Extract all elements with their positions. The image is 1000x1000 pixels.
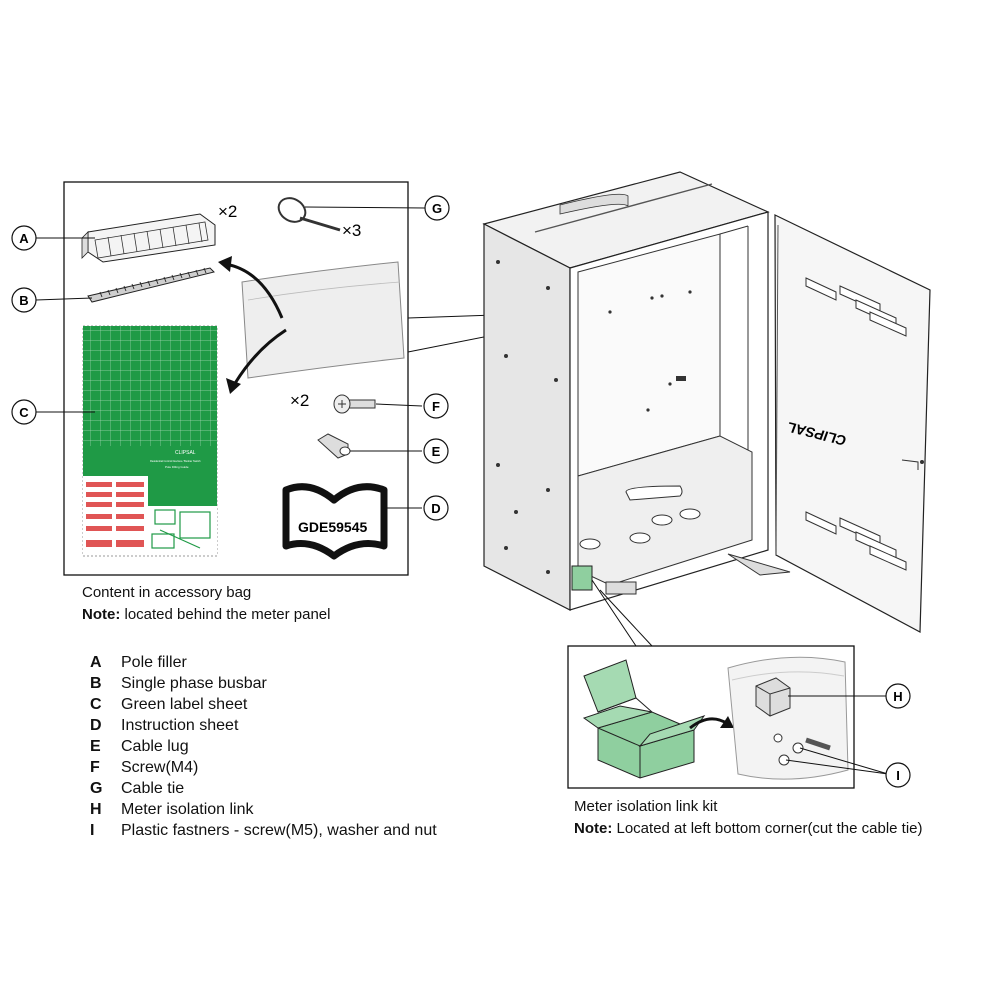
enclosure (482, 171, 791, 611)
legend-text: Cable tie (121, 780, 185, 797)
pole-filler-illustration (81, 213, 216, 263)
svg-text:H: H (893, 689, 902, 704)
legend-item: E Cable lug (90, 736, 437, 757)
busbar-illustration (87, 267, 215, 303)
legend-key: H (90, 801, 102, 818)
legend-item: G Cable tie (90, 778, 437, 799)
callout-I: I (885, 762, 911, 788)
legend-text: Green label sheet (121, 696, 248, 713)
svg-text:A: A (19, 231, 29, 246)
legend-item: B Single phase busbar (90, 673, 437, 694)
qty-screw: ×2 (290, 391, 309, 410)
legend-text: Plastic fastners - screw(M5), washer and… (121, 822, 437, 839)
legend-text: Cable lug (121, 738, 189, 755)
kit-bag-illustration (727, 656, 849, 780)
instruction-book-icon (282, 483, 388, 560)
svg-text:B: B (19, 293, 28, 308)
arrow-to-label-sheet (232, 328, 287, 386)
arrow-to-busbar (224, 262, 284, 319)
cable-lug-illustration (317, 433, 351, 459)
legend-text: Screw(M4) (121, 759, 199, 776)
callout-A: A (11, 225, 37, 251)
label-sheet-subtitle: Residential Control Devices / Busbar Swi… (150, 459, 201, 463)
meter-kit-note-text: Located at left bottom corner(cut the ca… (612, 820, 923, 837)
legend-item: A Pole filler (90, 652, 437, 673)
legend-text: Pole filler (121, 654, 187, 671)
meter-kit-caption-title: Meter isolation link kit (574, 798, 718, 815)
meter-kit-caption: Meter isolation link kit Note: Located a… (574, 796, 923, 840)
cable-tie-illustration (277, 197, 341, 232)
legend-item: C Green label sheet (90, 694, 437, 715)
instruction-code: GDE59545 (298, 519, 367, 535)
accessory-bag (241, 261, 405, 379)
parts-legend: A Pole filler B Single phase busbar C Green… (90, 652, 437, 841)
legend-key: C (90, 696, 102, 713)
qty-pole-filler: ×2 (218, 202, 237, 221)
legend-item: F Screw(M4) (90, 757, 437, 778)
legend-text: Instruction sheet (121, 717, 239, 734)
legend-text: Meter isolation link (121, 801, 254, 818)
zoom-line (591, 579, 637, 647)
svg-text:E: E (432, 444, 441, 459)
screw-illustration (333, 394, 376, 414)
legend-text: Single phase busbar (121, 675, 267, 692)
callout-G: G (424, 195, 450, 221)
callout-H: H (885, 683, 911, 709)
legend-key: F (90, 759, 100, 776)
svg-text:D: D (431, 501, 440, 516)
accessory-note: Note: located behind the meter panel (82, 604, 330, 626)
legend-item: H Meter isolation link (90, 799, 437, 820)
meter-link-location (571, 565, 593, 591)
callout-D: D (423, 495, 449, 521)
enclosure-door: CLIPSAL (774, 214, 931, 633)
callout-E: E (423, 438, 449, 464)
svg-text:F: F (432, 399, 440, 414)
callout-F: F (423, 393, 449, 419)
legend-item: D Instruction sheet (90, 715, 437, 736)
green-box-illustration (582, 659, 706, 779)
accessory-note-text: located behind the meter panel (120, 606, 331, 623)
svg-text:I: I (896, 768, 900, 783)
legend-key: I (90, 822, 95, 839)
zoom-line (599, 589, 653, 647)
legend-key: D (90, 717, 102, 734)
legend-item: I Plastic fastners - screw(M5), washer an… (90, 820, 437, 841)
svg-text:G: G (432, 201, 442, 216)
callout-C: C (11, 399, 37, 425)
legend-key: G (90, 780, 103, 797)
green-label-sheet: CLIPSAL Residential Control Devices / Bu… (82, 325, 218, 557)
accessory-caption-title: Content in accessory bag (82, 584, 252, 601)
accessory-caption: Content in accessory bag Note: located b… (82, 582, 330, 626)
legend-key: B (90, 675, 102, 692)
legend-key: E (90, 738, 101, 755)
qty-cable-tie: ×3 (342, 221, 361, 240)
callout-B: B (11, 287, 37, 313)
svg-text:C: C (19, 405, 29, 420)
legend-key: A (90, 654, 102, 671)
accessory-note-label: Note: (82, 606, 121, 623)
label-sheet-guide: Pole Filling Guide (165, 465, 189, 469)
label-sheet-brand: CLIPSAL (175, 450, 196, 456)
meter-kit-note-label: Note: (574, 820, 613, 837)
meter-kit-note: Note: Located at left bottom corner(cut … (574, 818, 923, 840)
